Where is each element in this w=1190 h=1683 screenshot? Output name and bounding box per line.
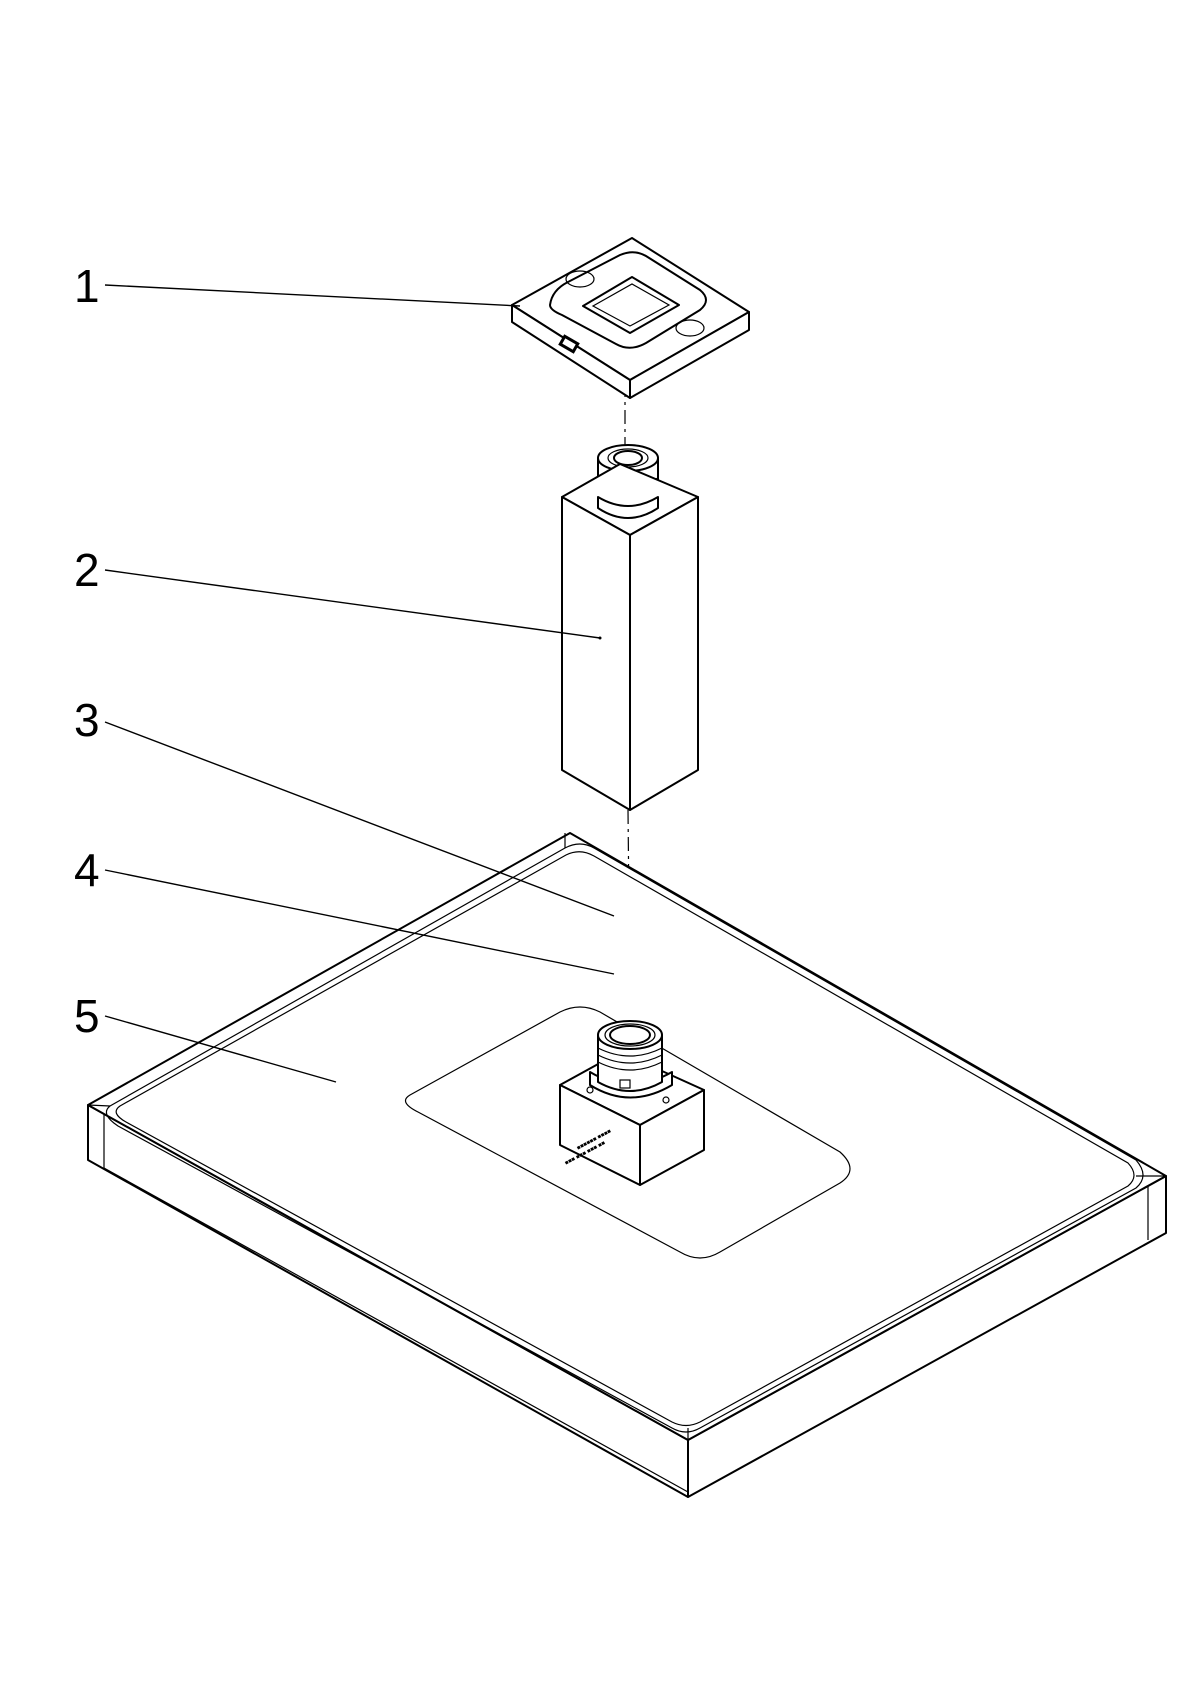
part-5-shower-head: ■■■■■■ ■■■■ ■■■ ■■■ ■■■ ■■ <box>87 832 1167 1498</box>
callout-2: 2 <box>74 544 100 596</box>
callout-3: 3 <box>74 694 100 746</box>
part-2-shower-arm <box>561 444 699 811</box>
part-1-escutcheon <box>511 237 750 399</box>
callout-4: 4 <box>74 844 100 896</box>
leader-lines <box>104 284 615 1083</box>
callout-1: 1 <box>74 260 100 312</box>
callout-5: 5 <box>74 990 100 1042</box>
